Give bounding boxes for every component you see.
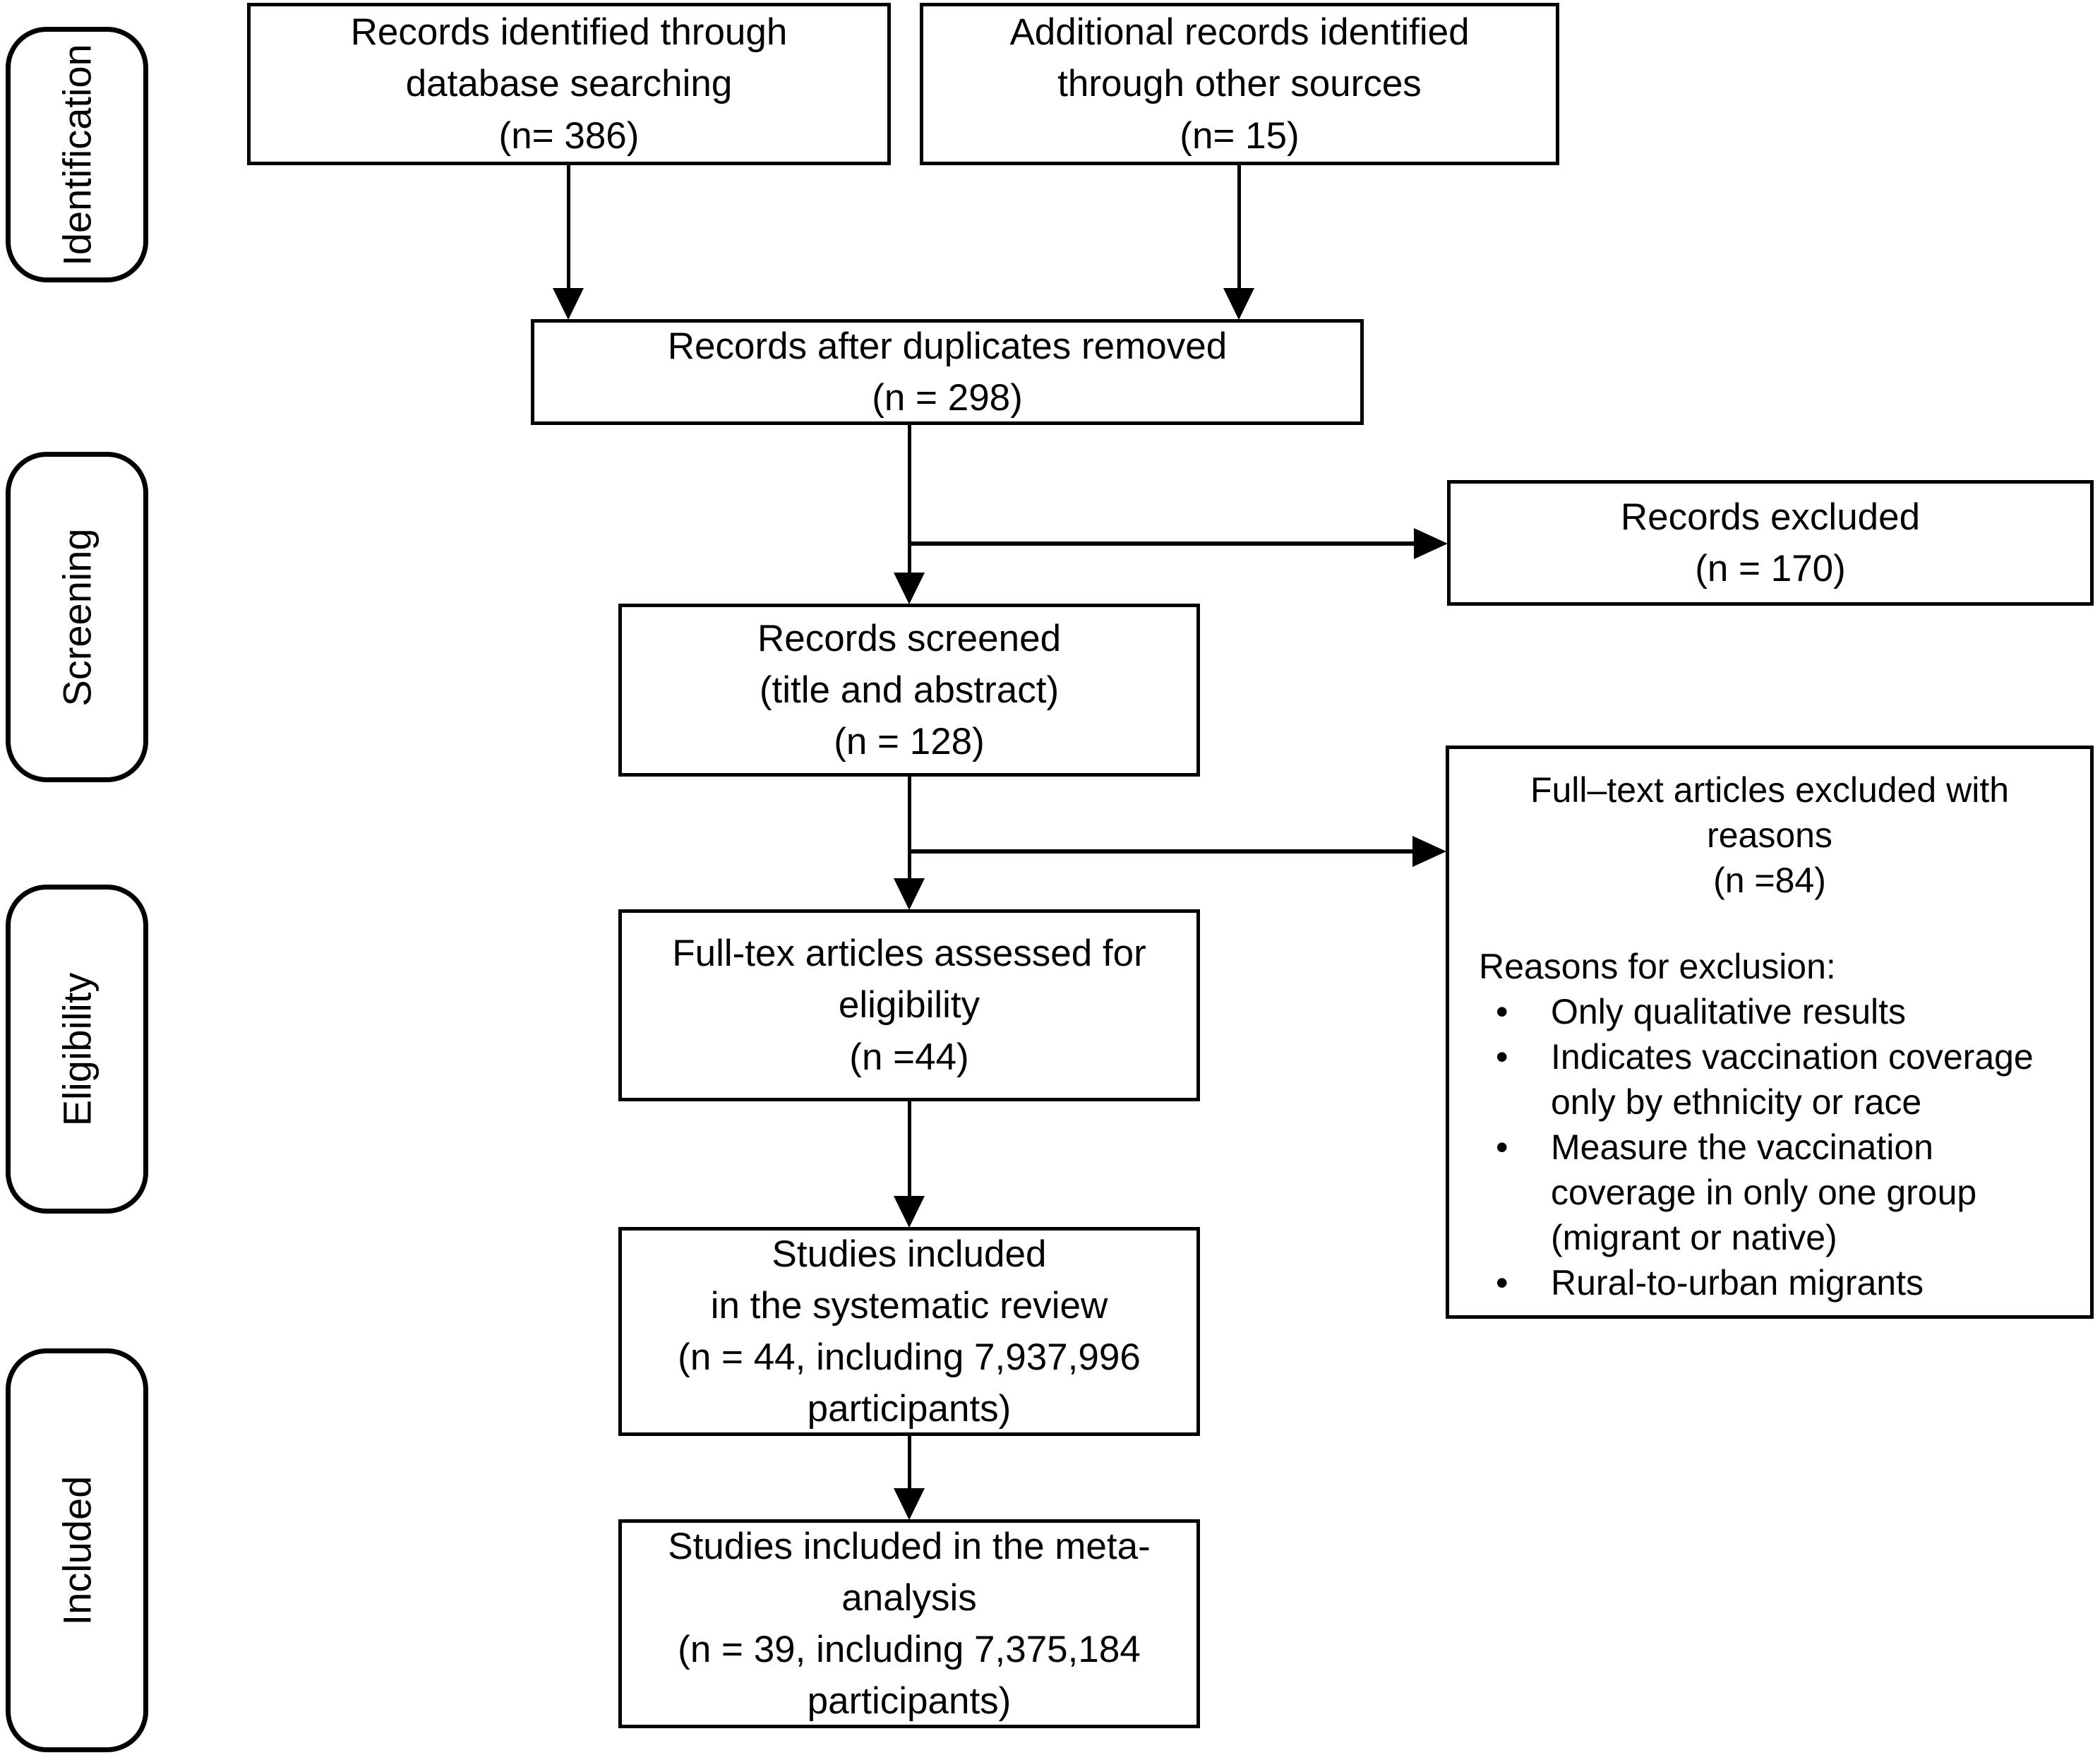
arrowhead-right-icon [1414, 528, 1448, 559]
box-fulltext-excluded-title-line-2: reasons [1707, 815, 1832, 855]
box-records-excluded-count: (n = 170) [1695, 548, 1846, 589]
arrowhead-down-icon [894, 1488, 925, 1520]
box-meta-analysis-line-2: analysis [841, 1576, 977, 1619]
box-additional-records: Additional records identified through ot… [920, 3, 1559, 165]
arrowhead-down-icon [894, 573, 925, 604]
connector-to-records-excluded [908, 541, 1415, 546]
stage-eligibility-label: Eligibility [54, 972, 100, 1126]
reasons-for-exclusion-heading: Reasons for exclusion: [1479, 947, 1836, 986]
box-duplicates-removed-line-1: Records after duplicates removed [667, 325, 1228, 367]
connector-screened-to-assessed [908, 777, 911, 879]
stage-identification: Identification [6, 27, 148, 282]
box-additional-records-line-2: through other sources [1057, 63, 1422, 105]
arrowhead-down-icon [1223, 288, 1254, 320]
box-systematic-review-line-2: in the systematic review [710, 1284, 1108, 1327]
reason-item-text: Measure the vaccination coverage in only… [1551, 1127, 1977, 1257]
box-fulltext-assessed-line-2: eligibility [838, 984, 980, 1026]
box-duplicates-removed-count: (n = 298) [872, 377, 1023, 419]
connector-identified-to-dedup [567, 165, 570, 289]
box-records-screened-count: (n = 128) [834, 721, 985, 763]
stage-screening-label: Screening [54, 527, 100, 707]
box-fulltext-excluded-title-line-1: Full–text articles excluded with [1530, 770, 2010, 810]
reason-item: • Only qualitative results [1468, 989, 2072, 1034]
bullet-icon: • [1496, 992, 1508, 1031]
box-fulltext-excluded: Full–text articles excluded with reasons… [1446, 746, 2094, 1319]
bullet-icon: • [1496, 1127, 1508, 1167]
box-fulltext-excluded-title: Full–text articles excluded with reasons… [1468, 767, 2072, 903]
box-duplicates-removed: Records after duplicates removed (n = 29… [531, 319, 1364, 425]
connector-systematic-to-meta [908, 1436, 911, 1489]
box-records-screened-line-1: Records screened [757, 617, 1062, 659]
reason-item-text: Only qualitative results [1551, 992, 1907, 1031]
stage-included: Included [6, 1348, 148, 1752]
box-records-screened: Records screened (title and abstract) (n… [618, 604, 1200, 777]
reason-item: • Rural-to-urban migrants [1468, 1260, 2072, 1305]
bullet-icon: • [1496, 1037, 1508, 1077]
box-systematic-review-count-2: participants) [807, 1388, 1012, 1430]
box-meta-analysis: Studies included in the meta- analysis (… [618, 1519, 1200, 1728]
stage-screening: Screening [6, 452, 148, 782]
box-records-identified: Records identified through database sear… [247, 3, 891, 165]
box-additional-records-count: (n= 15) [1180, 114, 1300, 157]
box-records-screened-line-2: (title and abstract) [759, 669, 1060, 711]
box-fulltext-assessed-line-1: Full-tex articles assessed for [672, 933, 1146, 975]
arrowhead-down-icon [894, 1196, 925, 1228]
reasons-list: • Only qualitative results • Indicates v… [1468, 989, 2072, 1305]
connector-dedup-to-screened [908, 424, 911, 573]
bullet-icon: • [1496, 1263, 1508, 1303]
box-records-excluded: Records excluded (n = 170) [1447, 480, 2094, 606]
connector-to-fulltext-excluded [908, 849, 1413, 854]
arrowhead-right-icon [1412, 836, 1446, 867]
box-fulltext-excluded-count: (n =84) [1713, 861, 1826, 900]
stage-included-label: Included [54, 1475, 100, 1625]
reason-item: • Measure the vaccination coverage in on… [1468, 1125, 2072, 1260]
stage-eligibility: Eligibility [6, 885, 148, 1214]
box-systematic-review-count-1: (n = 44, including 7,937,996 [678, 1336, 1141, 1378]
reason-item: • Indicates vaccination coverage only by… [1468, 1034, 2072, 1125]
arrowhead-down-icon [553, 288, 584, 320]
arrowhead-down-icon [894, 878, 925, 910]
reason-item-text: Indicates vaccination coverage only by e… [1551, 1037, 2034, 1122]
reason-item-text: Rural-to-urban migrants [1551, 1263, 1924, 1303]
box-records-excluded-line-1: Records excluded [1620, 496, 1921, 538]
connector-assessed-to-systematic [908, 1101, 911, 1197]
box-additional-records-line-1: Additional records identified [1009, 11, 1470, 54]
box-records-identified-count: (n= 386) [498, 114, 640, 157]
box-meta-analysis-line-1: Studies included in the meta- [668, 1525, 1151, 1567]
connector-additional-to-dedup [1237, 165, 1241, 289]
box-systematic-review-line-1: Studies included [772, 1233, 1047, 1275]
box-meta-analysis-count-1: (n = 39, including 7,375,184 [678, 1629, 1141, 1670]
box-fulltext-assessed-count: (n =44) [849, 1036, 969, 1078]
box-fulltext-assessed: Full-tex articles assessed for eligibili… [618, 909, 1200, 1101]
stage-identification-label: Identification [54, 43, 100, 266]
box-records-identified-line-1: Records identified through [350, 11, 788, 54]
box-meta-analysis-count-2: participants) [807, 1680, 1012, 1723]
box-systematic-review: Studies included in the systematic revie… [618, 1227, 1200, 1436]
box-records-identified-line-2: database searching [405, 63, 733, 105]
